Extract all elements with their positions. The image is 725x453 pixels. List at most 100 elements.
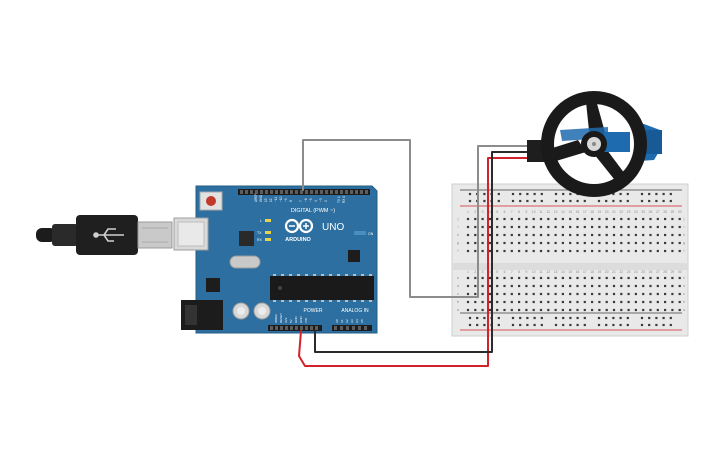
breadboard-hole[interactable] bbox=[605, 217, 608, 221]
analog-header[interactable] bbox=[332, 325, 372, 331]
breadboard-hole[interactable] bbox=[488, 249, 491, 253]
breadboard-hole[interactable] bbox=[532, 276, 535, 280]
breadboard-hole[interactable] bbox=[649, 241, 652, 245]
breadboard-hole[interactable] bbox=[649, 284, 652, 288]
breadboard-hole[interactable] bbox=[591, 308, 594, 312]
breadboard-hole[interactable] bbox=[642, 284, 645, 288]
breadboard-hole[interactable] bbox=[547, 249, 550, 253]
breadboard-hole[interactable] bbox=[576, 284, 579, 288]
breadboard-hole[interactable] bbox=[591, 217, 594, 221]
breadboard-hole[interactable] bbox=[533, 316, 536, 320]
breadboard-hole[interactable] bbox=[540, 316, 543, 320]
breadboard-hole[interactable] bbox=[642, 308, 645, 312]
breadboard-hole[interactable] bbox=[547, 300, 550, 304]
breadboard-hole[interactable] bbox=[554, 276, 557, 280]
breadboard-hole[interactable] bbox=[649, 217, 652, 221]
breadboard-hole[interactable] bbox=[678, 292, 681, 296]
breadboard-hole[interactable] bbox=[591, 241, 594, 245]
breadboard-hole[interactable] bbox=[488, 284, 491, 288]
breadboard-hole[interactable] bbox=[488, 300, 491, 304]
breadboard-hole[interactable] bbox=[525, 233, 528, 237]
breadboard-hole[interactable] bbox=[648, 192, 651, 196]
breadboard-hole[interactable] bbox=[620, 276, 623, 280]
breadboard-hole[interactable] bbox=[510, 276, 513, 280]
servo-motor[interactable] bbox=[527, 91, 662, 197]
breadboard-hole[interactable] bbox=[518, 249, 521, 253]
breadboard-hole[interactable] bbox=[591, 276, 594, 280]
breadboard-hole[interactable] bbox=[525, 241, 528, 245]
breadboard-hole[interactable] bbox=[648, 316, 651, 320]
breadboard-hole[interactable] bbox=[503, 217, 506, 221]
breadboard-hole[interactable] bbox=[525, 308, 528, 312]
breadboard-hole[interactable] bbox=[671, 308, 674, 312]
breadboard-hole[interactable] bbox=[612, 241, 616, 245]
breadboard-hole[interactable] bbox=[554, 192, 558, 196]
breadboard-hole[interactable] bbox=[511, 192, 515, 196]
breadboard-hole[interactable] bbox=[634, 217, 637, 221]
breadboard-hole[interactable] bbox=[576, 292, 579, 296]
breadboard-hole[interactable] bbox=[619, 323, 622, 327]
breadboard-hole[interactable] bbox=[481, 284, 484, 288]
breadboard-hole[interactable] bbox=[634, 300, 637, 304]
breadboard-hole[interactable] bbox=[525, 225, 528, 229]
breadboard-hole[interactable] bbox=[466, 284, 470, 288]
breadboard-hole[interactable] bbox=[612, 323, 615, 327]
breadboard-hole[interactable] bbox=[569, 276, 572, 280]
breadboard-hole[interactable] bbox=[591, 292, 594, 296]
breadboard-hole[interactable] bbox=[656, 241, 659, 245]
breadboard-hole[interactable] bbox=[598, 217, 601, 221]
breadboard-hole[interactable] bbox=[468, 192, 472, 196]
breadboard-hole[interactable] bbox=[569, 284, 572, 288]
breadboard-hole[interactable] bbox=[539, 217, 543, 221]
breadboard-hole[interactable] bbox=[481, 217, 484, 221]
breadboard-hole[interactable] bbox=[671, 284, 674, 288]
breadboard-hole[interactable] bbox=[518, 233, 521, 237]
breadboard-hole[interactable] bbox=[483, 323, 486, 327]
breadboard-hole[interactable] bbox=[496, 308, 499, 312]
breadboard-hole[interactable] bbox=[591, 300, 594, 304]
breadboard-hole[interactable] bbox=[539, 292, 543, 296]
breadboard-hole[interactable] bbox=[561, 300, 564, 304]
breadboard-hole[interactable] bbox=[634, 276, 637, 280]
breadboard-hole[interactable] bbox=[569, 292, 572, 296]
breadboard-hole[interactable] bbox=[547, 292, 550, 296]
breadboard-hole[interactable] bbox=[649, 233, 652, 237]
breadboard-hole[interactable] bbox=[669, 323, 672, 327]
breadboard-hole[interactable] bbox=[678, 217, 681, 221]
breadboard-hole[interactable] bbox=[525, 276, 528, 280]
breadboard-hole[interactable] bbox=[664, 284, 667, 288]
breadboard-hole[interactable] bbox=[525, 217, 528, 221]
breadboard-hole[interactable] bbox=[468, 199, 472, 203]
breadboard-hole[interactable] bbox=[526, 192, 529, 196]
breadboard-hole[interactable] bbox=[640, 199, 644, 203]
breadboard-hole[interactable] bbox=[533, 199, 536, 203]
breadboard-hole[interactable] bbox=[547, 217, 550, 221]
breadboard-hole[interactable] bbox=[510, 225, 513, 229]
breadboard-hole[interactable] bbox=[554, 308, 557, 312]
breadboard-hole[interactable] bbox=[510, 249, 513, 253]
breadboard-hole[interactable] bbox=[662, 323, 665, 327]
breadboard-hole[interactable] bbox=[656, 225, 659, 229]
breadboard-hole[interactable] bbox=[648, 199, 651, 203]
breadboard-hole[interactable] bbox=[474, 225, 477, 229]
breadboard-hole[interactable] bbox=[649, 308, 652, 312]
breadboard-hole[interactable] bbox=[642, 225, 645, 229]
breadboard-hole[interactable] bbox=[496, 217, 499, 221]
breadboard-hole[interactable] bbox=[678, 308, 681, 312]
breadboard-hole[interactable] bbox=[678, 241, 681, 245]
breadboard-hole[interactable] bbox=[576, 233, 579, 237]
breadboard-hole[interactable] bbox=[547, 225, 550, 229]
breadboard-hole[interactable] bbox=[576, 249, 579, 253]
breadboard-hole[interactable] bbox=[540, 323, 543, 327]
breadboard-hole[interactable] bbox=[649, 225, 652, 229]
breadboard-hole[interactable] bbox=[474, 217, 477, 221]
breadboard-hole[interactable] bbox=[664, 276, 667, 280]
breadboard-hole[interactable] bbox=[583, 284, 586, 288]
breadboard-hole[interactable] bbox=[648, 323, 651, 327]
breadboard-hole[interactable] bbox=[533, 192, 536, 196]
breadboard-hole[interactable] bbox=[488, 276, 491, 280]
breadboard-hole[interactable] bbox=[612, 316, 615, 320]
breadboard-hole[interactable] bbox=[605, 323, 608, 327]
breadboard-hole[interactable] bbox=[627, 292, 630, 296]
breadboard-hole[interactable] bbox=[626, 316, 629, 320]
